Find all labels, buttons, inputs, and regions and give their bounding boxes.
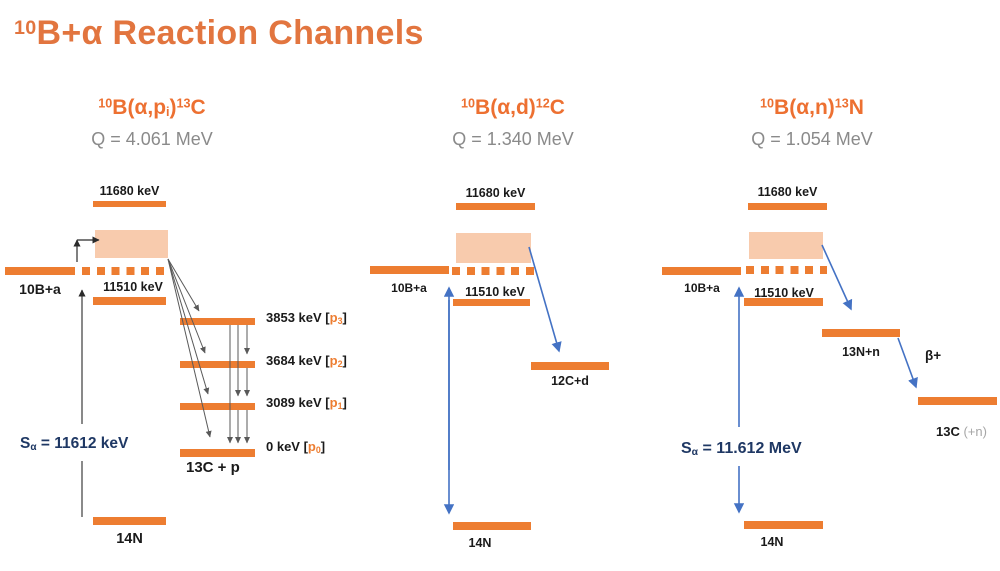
entrance-channel-label: 10B+a <box>19 281 61 297</box>
final-suffix-text: (+n) <box>959 424 987 439</box>
reaction-text: B(α,p <box>112 96 167 119</box>
entrance-channel-label: 10B+a <box>684 281 720 295</box>
alpha-separation-energy-label: Sα = 11.612 MeV <box>681 440 802 459</box>
level-bar-11680 <box>456 203 535 210</box>
level-label-11510: 11510 keV <box>103 280 163 294</box>
product-bar-13n-n <box>822 329 900 337</box>
product-bar-12c-d <box>531 362 609 370</box>
level-energy-text: ] <box>320 439 326 454</box>
compound-resonance-band <box>749 232 823 259</box>
title-superscript: 10 <box>14 17 37 40</box>
compound-resonance-band <box>95 230 168 258</box>
reaction-text: ) <box>827 96 835 119</box>
level-label-11680: 11680 keV <box>757 185 818 199</box>
ground-bar-14n <box>453 522 531 530</box>
level-label-11510: 11510 keV <box>465 285 525 299</box>
level-bar-11510 <box>93 297 166 305</box>
title-text: B+α Reaction Channels <box>36 14 424 52</box>
reaction-text: N <box>848 96 864 119</box>
mass-superscript: 10 <box>98 96 113 111</box>
mass-superscript: 13 <box>176 96 191 111</box>
q-value-label: Q = 1.340 MeV <box>452 129 574 149</box>
mass-superscript: 10 <box>760 96 775 111</box>
c13-level-label-3853: 3853 keV [p3] <box>266 310 347 326</box>
reaction-text: C <box>190 96 206 119</box>
reaction-text: C <box>549 96 565 119</box>
level-energy-text: 3089 keV [ <box>266 395 330 410</box>
fan-arrow-p3 <box>167 258 200 312</box>
q-value-label: Q = 4.061 MeV <box>91 129 213 149</box>
ground-label-14n: 14N <box>760 535 784 549</box>
level-energy-text: 3853 keV [ <box>266 310 330 325</box>
mass-superscript: 10 <box>461 96 476 111</box>
reaction-text: ) <box>528 96 536 119</box>
reaction-text: ) <box>169 96 177 119</box>
reaction-text: B(α,d <box>475 96 529 119</box>
level-bar-11680 <box>748 203 827 210</box>
level-label-11680: 11680 keV <box>99 184 160 198</box>
entrance-channel-label: 10B+a <box>391 281 427 295</box>
ground-bar-14n <box>93 517 166 525</box>
compound-resonance-band <box>456 233 531 263</box>
entrance-channel-bar <box>662 267 741 275</box>
entrance-channel-bar <box>370 266 449 274</box>
decay-arrow-13n-n <box>821 244 853 311</box>
c13-level-bar-3853 <box>180 318 255 325</box>
level-bar-11680 <box>93 201 166 207</box>
proton-fan-arrows <box>167 258 212 438</box>
mass-superscript: 12 <box>535 96 550 111</box>
proton-channel-tag: p1 <box>329 395 343 411</box>
ground-label-14n: 14N <box>116 531 143 547</box>
threshold-dashed-line <box>452 267 534 275</box>
fan-arrow-p1 <box>167 258 210 395</box>
decay-arrow-12c-d <box>528 246 562 353</box>
level-energy-text: 0 keV [ <box>266 439 308 454</box>
fan-arrow-p0 <box>167 258 212 438</box>
level-energy-text: 3684 keV [ <box>266 353 330 368</box>
reaction-title-alpha-n: 10B(α,n)13N <box>712 96 912 120</box>
proton-index-subscript: i <box>166 104 170 119</box>
fan-arrow-p2 <box>167 258 206 354</box>
reaction-title-alpha-d: 10B(α,d)12C <box>413 96 613 120</box>
level-energy-text: ] <box>342 353 347 368</box>
level-bar-11510 <box>744 298 823 306</box>
level-energy-text: ] <box>342 395 347 410</box>
reaction-text: B(α,n <box>774 96 828 119</box>
level-label-11510: 11510 keV <box>754 286 814 300</box>
slide-title: 10B+α Reaction Channels <box>14 14 424 53</box>
alpha-subscript: α <box>30 442 37 453</box>
gamma-cascade-arrows <box>227 325 250 444</box>
c13-level-label-3089: 3089 keV [p1] <box>266 395 347 411</box>
reaction-title-alpha-p: 10B(α,pi)13C <box>52 96 252 120</box>
ground-label-14n: 14N <box>468 536 492 550</box>
mass-superscript: 13 <box>834 96 849 111</box>
c13-level-label-3684: 3684 keV [p2] <box>266 353 347 369</box>
beta-plus-label: β+ <box>925 348 942 363</box>
final-bar-13c <box>918 397 997 405</box>
q-value-label: Q = 1.054 MeV <box>751 129 873 149</box>
proton-channel-tag: p3 <box>329 310 343 326</box>
entrance-channel-bar <box>5 267 75 275</box>
threshold-dashed-line <box>82 267 164 275</box>
level-energy-text: ] <box>342 310 347 325</box>
proton-channel-tag: p0 <box>307 439 321 455</box>
threshold-dashed-line <box>746 266 827 274</box>
level-label-11680: 11680 keV <box>465 186 526 200</box>
final-label-13c: 13C (+n) <box>936 424 987 440</box>
beta-plus-decay-arrow <box>897 337 918 389</box>
final-main-text: 13C <box>936 424 960 439</box>
product-label-12c-d: 12C+d <box>551 374 589 388</box>
ground-bar-14n <box>744 521 823 529</box>
proton-channel-tag: p2 <box>329 353 343 369</box>
c13-level-bar-3684 <box>180 361 255 368</box>
product-label-13c-p: 13C + p <box>186 459 240 476</box>
c13-level-bar-0 <box>180 449 255 457</box>
c13-level-label-0: 0 keV [p0] <box>266 439 326 455</box>
c13-level-bar-3089 <box>180 403 255 410</box>
alpha-separation-energy-label: Sα = 11612 keV <box>20 435 129 453</box>
level-bar-11510 <box>453 299 530 306</box>
product-label-13n-n: 13N+n <box>842 345 880 359</box>
alpha-subscript: α <box>691 447 699 459</box>
